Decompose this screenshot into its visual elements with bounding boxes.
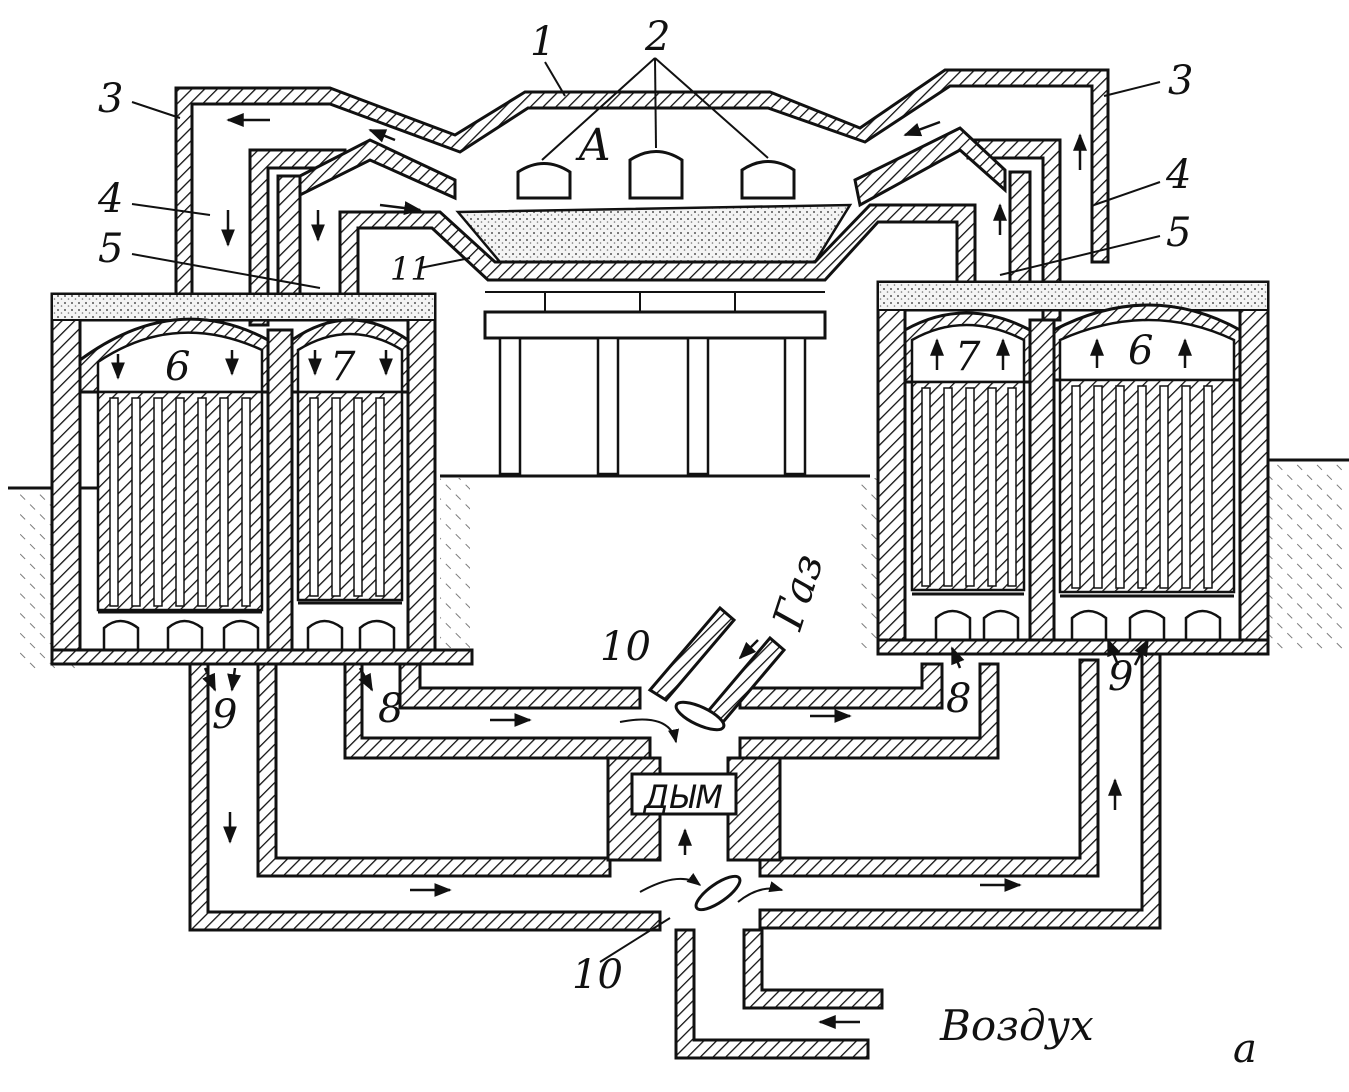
chamber-label: А [575, 120, 611, 171]
callout-3-right: 3 [1168, 58, 1193, 104]
port-2 [628, 150, 684, 200]
callout-7-left: 7 [330, 344, 356, 390]
callout-2: 2 [644, 14, 670, 60]
callout-9-left: 9 [212, 692, 237, 738]
valve-lower [694, 874, 742, 912]
smoke-label: ДЫМ [642, 778, 723, 816]
callout-4-right: 4 [1165, 152, 1191, 198]
smoke-box [630, 772, 738, 816]
callout-3-left: 3 [98, 76, 123, 122]
callout-6-right: 6 [1128, 328, 1153, 374]
callout-9-right: 9 [1108, 654, 1133, 700]
callout-6-left: 6 [165, 344, 190, 390]
leader-lines [131, 57, 1161, 963]
furnace-body [174, 68, 1110, 327]
support-columns [440, 291, 870, 478]
callout-8-right: 8 [946, 676, 971, 722]
port-1 [516, 162, 572, 200]
flues [188, 605, 1162, 1060]
right-regenerators [876, 280, 1270, 656]
air-label: Воздух [939, 1001, 1094, 1050]
callout-8-left: 8 [378, 686, 403, 732]
figure-letter: а [1233, 1026, 1257, 1072]
callout-11: 11 [390, 250, 431, 288]
flow-arrows [111, 113, 1192, 1029]
port-3 [740, 160, 796, 200]
gas-label: Газ [763, 548, 833, 636]
valve-upper [674, 700, 726, 732]
left-regenerators [50, 292, 474, 666]
callout-4-left: 4 [97, 176, 123, 222]
callout-5-right: 5 [1166, 210, 1191, 256]
callout-10-upper: 10 [600, 624, 651, 670]
callout-5-left: 5 [98, 226, 123, 272]
callout-10-lower: 10 [572, 952, 623, 998]
callout-7-right: 7 [955, 334, 981, 380]
callout-1: 1 [530, 19, 555, 65]
